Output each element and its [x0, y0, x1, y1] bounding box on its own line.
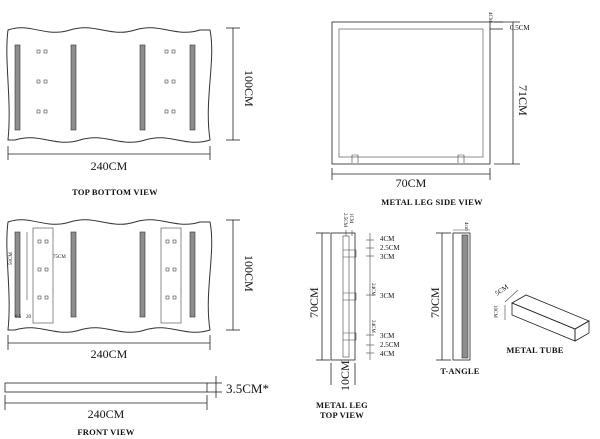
bolt-holes-left [36, 49, 48, 114]
middle-slat-1 [14, 231, 21, 318]
t-angle-height-label: 70CM [428, 287, 442, 318]
front-panel [4, 382, 208, 393]
metal-tube-side [574, 320, 590, 342]
t-angle-width-label: 4cm [463, 222, 468, 231]
leg-top-inner [342, 235, 350, 358]
inner-label-small-a: 6.5 [15, 315, 22, 320]
middle-view: 50CM 75CM 6.5 20 240CM 100CM [6, 219, 256, 361]
top-bottom-view: 240CM 100CM TOP BOTTOM VIEW [6, 27, 256, 197]
middle-bolt-holes [37, 239, 177, 300]
leg-top-outer [330, 232, 356, 361]
spacing-6: 24CM [370, 320, 375, 333]
front-width-label: 240CM [88, 407, 125, 421]
top-bottom-caption: TOP BOTTOM VIEW [72, 187, 158, 197]
leg-top-small-a: 2.5CM [342, 213, 347, 228]
spacing-5: 3CM [380, 292, 395, 300]
t-angle-caption: T-ANGLE [440, 366, 479, 376]
leg-top-caption-line2: TOP VIEW [320, 410, 364, 420]
metal-tube-front [511, 302, 576, 342]
front-caption: FRONT VIEW [77, 427, 134, 437]
t-angle: 4cm 70CM T-ANGLE [428, 222, 480, 376]
middle-panel-outline [6, 219, 213, 333]
metal-tube-caption: METAL TUBE [506, 345, 563, 355]
t-angle-web [461, 234, 469, 359]
leg-top-height-label: 70CM [307, 287, 321, 318]
spacing-8: 2.5CM [380, 341, 400, 349]
leg-top-spacing-ticks [366, 239, 374, 354]
slat-4 [189, 44, 196, 131]
spacing-1: 4CM [380, 235, 395, 243]
leg-side-caption: METAL LEG SIDE VIEW [381, 197, 483, 207]
middle-width-label: 240CM [91, 347, 128, 361]
top-bottom-width-label: 240CM [91, 159, 128, 173]
middle-slat-2 [70, 231, 77, 318]
leg-bracket-left [32, 227, 54, 324]
metal-tube-label-a: 5CM [494, 282, 511, 297]
slat-3 [139, 44, 146, 131]
leg-side-outer [331, 21, 491, 165]
metal-tube: 5CM 10CM METAL TUBE [492, 282, 590, 355]
metal-tube-top [511, 294, 590, 330]
metal-leg-top-view: 2.5CM 1CM 4CM 2.5CM 3CM 24CM 3CM 24CM 3C… [307, 213, 400, 420]
t-angle-body [452, 232, 471, 361]
inner-label-left: 50CM [9, 252, 14, 265]
leg-side-top-label: 4CM [487, 12, 492, 23]
middle-height-label: 100CM [242, 255, 256, 292]
slat-1 [14, 44, 21, 131]
spacing-3: 3CM [380, 253, 395, 261]
bolt-holes-right [164, 49, 176, 114]
leg-side-offset-label: 0.5CM [510, 24, 530, 32]
middle-slat-4 [189, 231, 196, 318]
leg-top-small-b: 1CM [348, 213, 353, 224]
spacing-9: 4CM [380, 350, 395, 358]
inner-label-top: 75CM [53, 255, 66, 260]
leg-side-height-label: 71CM [516, 85, 530, 116]
spacing-2: 2.5CM [380, 244, 400, 252]
front-thickness-label: 3.5CM* [226, 381, 269, 396]
leg-top-caption-line1: METAL LEG [316, 400, 368, 410]
leg-side-inner [338, 28, 484, 158]
spacing-4: 24CM [370, 283, 375, 296]
front-view: 3.5CM* 240CM FRONT VIEW [4, 376, 269, 437]
leg-bracket-right [160, 227, 182, 324]
middle-slat-3 [139, 231, 146, 318]
inner-label-small-b: 20 [26, 315, 32, 320]
leg-side-width-label: 70CM [396, 176, 427, 190]
spacing-7: 3CM [380, 332, 395, 340]
slat-2 [70, 44, 77, 131]
leg-top-width-label: 10CM [338, 360, 352, 391]
top-bottom-height-label: 100CM [242, 70, 256, 107]
metal-tube-label-b: 10CM [492, 305, 497, 318]
top-bottom-panel-outline [6, 27, 213, 143]
metal-leg-side-view: 4CM 0.5CM 70CM 71CM METAL LEG SIDE VIEW [331, 12, 530, 207]
